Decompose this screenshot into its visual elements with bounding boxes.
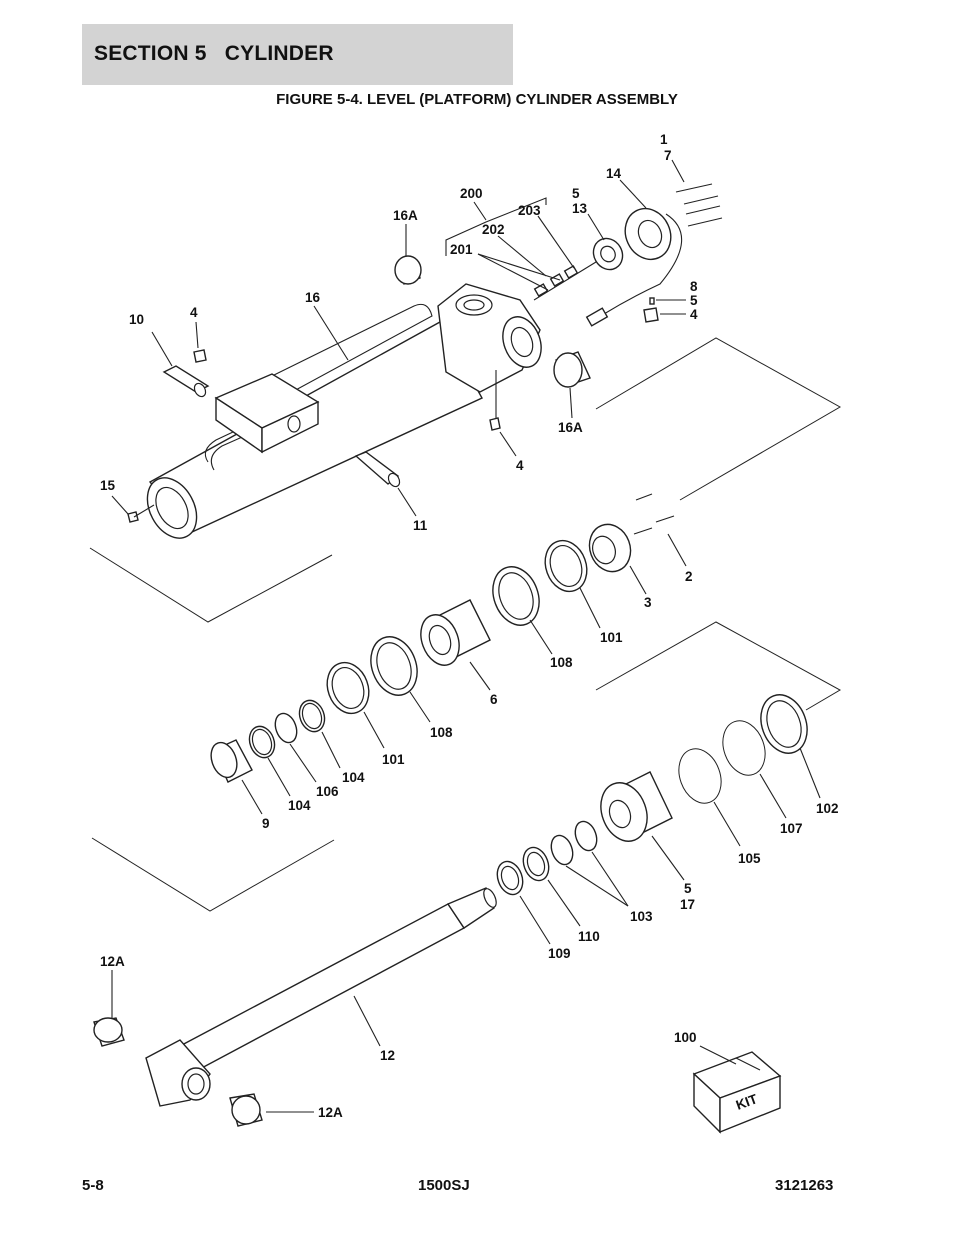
callout-13: 13 bbox=[572, 201, 588, 216]
callout-108-lower: 108 bbox=[430, 725, 453, 740]
callout-5-gland: 5 bbox=[684, 881, 692, 896]
callout-5-top: 5 bbox=[572, 186, 580, 201]
ring-107 bbox=[722, 720, 766, 776]
ring-103-a bbox=[574, 820, 598, 852]
callout-15: 15 bbox=[100, 478, 116, 493]
callout-104-a: 104 bbox=[342, 770, 365, 785]
callout-102: 102 bbox=[816, 801, 839, 816]
plane-lines bbox=[89, 337, 842, 912]
callout-10: 10 bbox=[129, 312, 144, 327]
barrel-hardware bbox=[127, 255, 591, 523]
callout-103: 103 bbox=[630, 909, 653, 924]
callout-101-upper: 101 bbox=[600, 630, 623, 645]
leader-lines bbox=[111, 159, 821, 1113]
kit-label: KIT bbox=[734, 1091, 760, 1113]
section-title: SECTION 5 CYLINDER bbox=[94, 42, 334, 65]
section-header: SECTION 5 CYLINDER bbox=[82, 24, 513, 85]
callout-109: 109 bbox=[548, 946, 571, 961]
kit-box: KIT bbox=[692, 1051, 782, 1134]
callout-1: 1 bbox=[660, 132, 668, 147]
callout-14: 14 bbox=[606, 166, 622, 181]
callout-12: 12 bbox=[380, 1048, 395, 1063]
callout-7: 7 bbox=[664, 148, 672, 163]
callout-9: 9 bbox=[262, 816, 270, 831]
callout-4-left: 4 bbox=[190, 305, 198, 320]
page-number: 5-8 bbox=[82, 1177, 104, 1194]
figure-title: FIGURE 5-4. LEVEL (PLATFORM) CYLINDER AS… bbox=[276, 91, 678, 108]
fitting-15 bbox=[127, 511, 139, 523]
callout-104-b: 104 bbox=[288, 798, 311, 813]
callout-12a-top: 12A bbox=[100, 954, 125, 969]
callout-12a-bot: 12A bbox=[318, 1105, 343, 1120]
model-number: 1500SJ bbox=[418, 1177, 470, 1194]
fitting-4-left bbox=[193, 349, 207, 363]
hydraulic-tube bbox=[271, 303, 433, 393]
fitting-4-right bbox=[643, 307, 659, 323]
callout-4-right: 4 bbox=[690, 307, 698, 322]
callout-16a-top: 16A bbox=[393, 208, 418, 223]
callout-6: 6 bbox=[490, 692, 498, 707]
callout-2: 2 bbox=[685, 569, 693, 584]
callout-201: 201 bbox=[450, 242, 473, 257]
ring-103-b bbox=[550, 834, 574, 866]
valve-cable-assembly bbox=[533, 183, 723, 327]
rod-assembly bbox=[93, 887, 497, 1127]
callout-16: 16 bbox=[305, 290, 321, 305]
callout-5-right: 5 bbox=[690, 293, 698, 308]
callout-106: 106 bbox=[316, 784, 339, 799]
piston-assembly bbox=[210, 493, 675, 783]
gland-assembly bbox=[496, 694, 808, 896]
sensor-cable bbox=[603, 213, 683, 315]
ring-105 bbox=[678, 748, 722, 804]
piston-rod bbox=[178, 903, 466, 1071]
callout-labels: 1 7 14 200 5 13 203 202 201 16A 8 5 4 16… bbox=[100, 132, 839, 1120]
ring-106 bbox=[274, 712, 298, 744]
callout-4-barrel: 4 bbox=[516, 458, 524, 473]
callout-107: 107 bbox=[780, 821, 803, 836]
callout-108-upper: 108 bbox=[550, 655, 573, 670]
barrel-assembly bbox=[146, 283, 542, 539]
callout-202: 202 bbox=[482, 222, 505, 237]
callout-110: 110 bbox=[578, 929, 600, 944]
callout-105: 105 bbox=[738, 851, 761, 866]
callout-200: 200 bbox=[460, 186, 483, 201]
callout-16a-mid: 16A bbox=[558, 420, 583, 435]
document-number: 3121263 bbox=[775, 1177, 834, 1194]
fitting-4-barrel bbox=[489, 417, 501, 431]
callout-8: 8 bbox=[690, 279, 698, 294]
callout-101-lower: 101 bbox=[382, 752, 405, 767]
callout-3: 3 bbox=[644, 595, 652, 610]
callout-11: 11 bbox=[413, 518, 428, 533]
callout-100: 100 bbox=[674, 1030, 697, 1045]
callout-17: 17 bbox=[680, 897, 695, 912]
callout-203: 203 bbox=[518, 203, 541, 218]
